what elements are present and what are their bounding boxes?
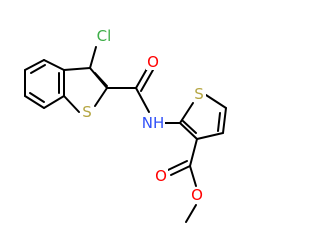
ester-ether-oxygen-label: O — [191, 186, 203, 204]
molecule-canvas: Cl S O NH S O O — [24, 26, 227, 223]
chlorine-label: Cl — [97, 27, 112, 45]
benzene-ring — [24, 59, 65, 109]
ester-carbonyl — [167, 160, 191, 176]
benzothiophene-five-ring — [63, 67, 108, 113]
amide-carbonyl — [135, 66, 154, 92]
atom-labels: Cl S O NH S O O — [80, 26, 206, 204]
thiophene-sulfur-label: S — [194, 85, 204, 103]
thiophene-ring — [179, 94, 227, 140]
ester-co-bond — [189, 165, 197, 187]
benzothiophene-sulfur-label: S — [82, 103, 92, 121]
methyl-bond — [185, 204, 197, 223]
ester-carbonyl-oxygen-label: O — [155, 167, 167, 185]
amide-cn-bond — [135, 87, 150, 113]
amide-oxygen-label: O — [147, 53, 159, 71]
ring-ester-bond — [189, 138, 198, 167]
amide-nh-label: NH — [142, 114, 165, 132]
c-cl-bond — [89, 46, 97, 69]
molecule-structure: Cl S O NH S O O — [24, 26, 227, 223]
